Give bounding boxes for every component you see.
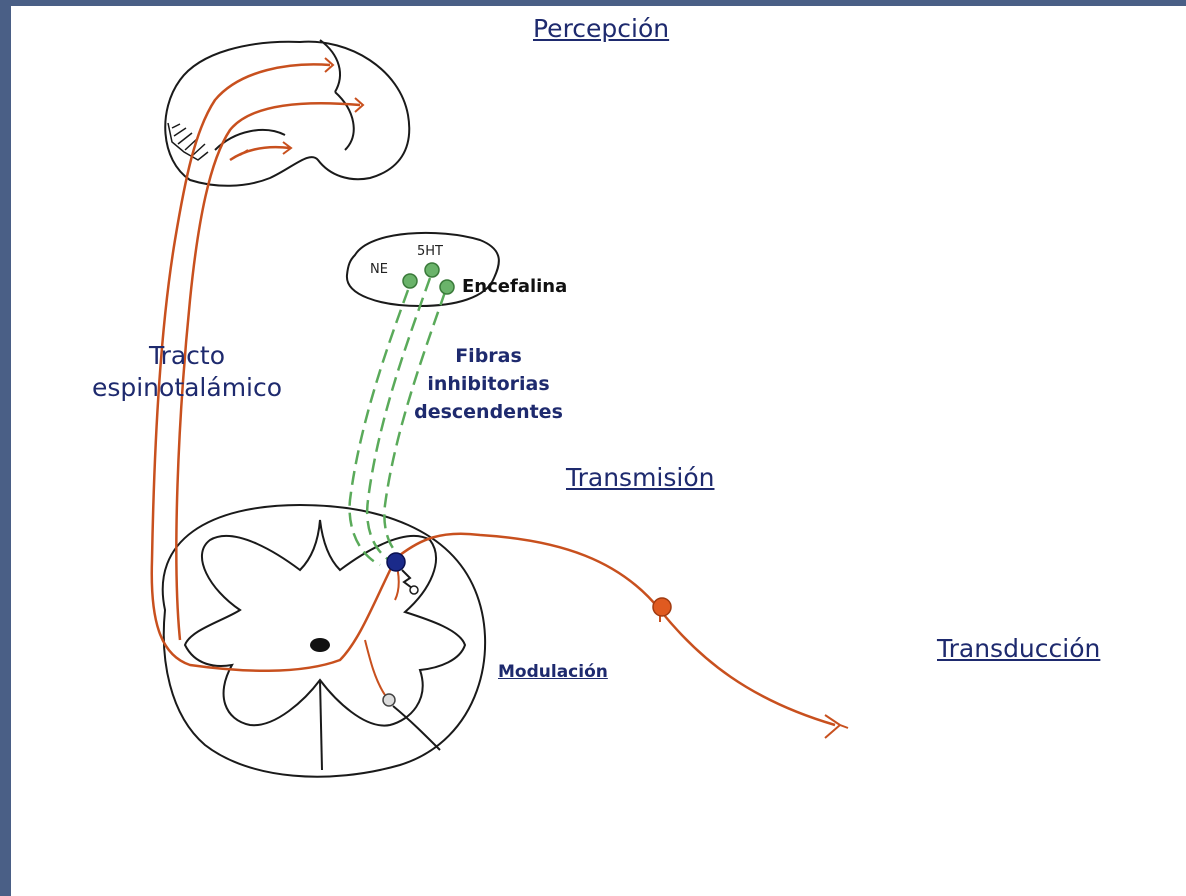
central-canal <box>310 638 330 652</box>
label-percepcion: Percepción <box>533 14 669 43</box>
ventral-fiber <box>365 640 385 695</box>
interneuron-soma <box>387 553 405 571</box>
free-nerve-ending <box>825 715 848 738</box>
label-fibras-line1: Fibras <box>396 342 581 370</box>
label-transmision: Transmisión <box>566 463 714 492</box>
ventral-exit-fiber <box>393 706 440 750</box>
nociceptor-soma <box>653 598 671 616</box>
interneuron-axon <box>402 570 412 588</box>
label-tracto-espinotalamico: Tracto espinotalámico <box>62 340 312 404</box>
label-fibras-inhibitorias: Fibras inhibitorias descendentes <box>396 342 581 426</box>
peripheral-nociceptor-fiber <box>400 534 835 725</box>
label-transduccion: Transducción <box>937 634 1100 663</box>
brain-outline <box>165 40 409 186</box>
label-fibras-line2: inhibitorias <box>396 370 581 398</box>
label-fibras-line3: descendentes <box>396 398 581 426</box>
label-ne: NE <box>370 262 388 277</box>
label-tracto-line2: espinotalámico <box>62 372 312 404</box>
label-tracto-line1: Tracto <box>62 340 312 372</box>
ventral-terminal <box>383 694 395 706</box>
label-5ht: 5HT <box>417 244 443 259</box>
interneuron-terminal <box>410 586 418 594</box>
label-modulacion: Modulación <box>498 662 608 682</box>
label-encefalina: Encefalina <box>462 276 567 297</box>
